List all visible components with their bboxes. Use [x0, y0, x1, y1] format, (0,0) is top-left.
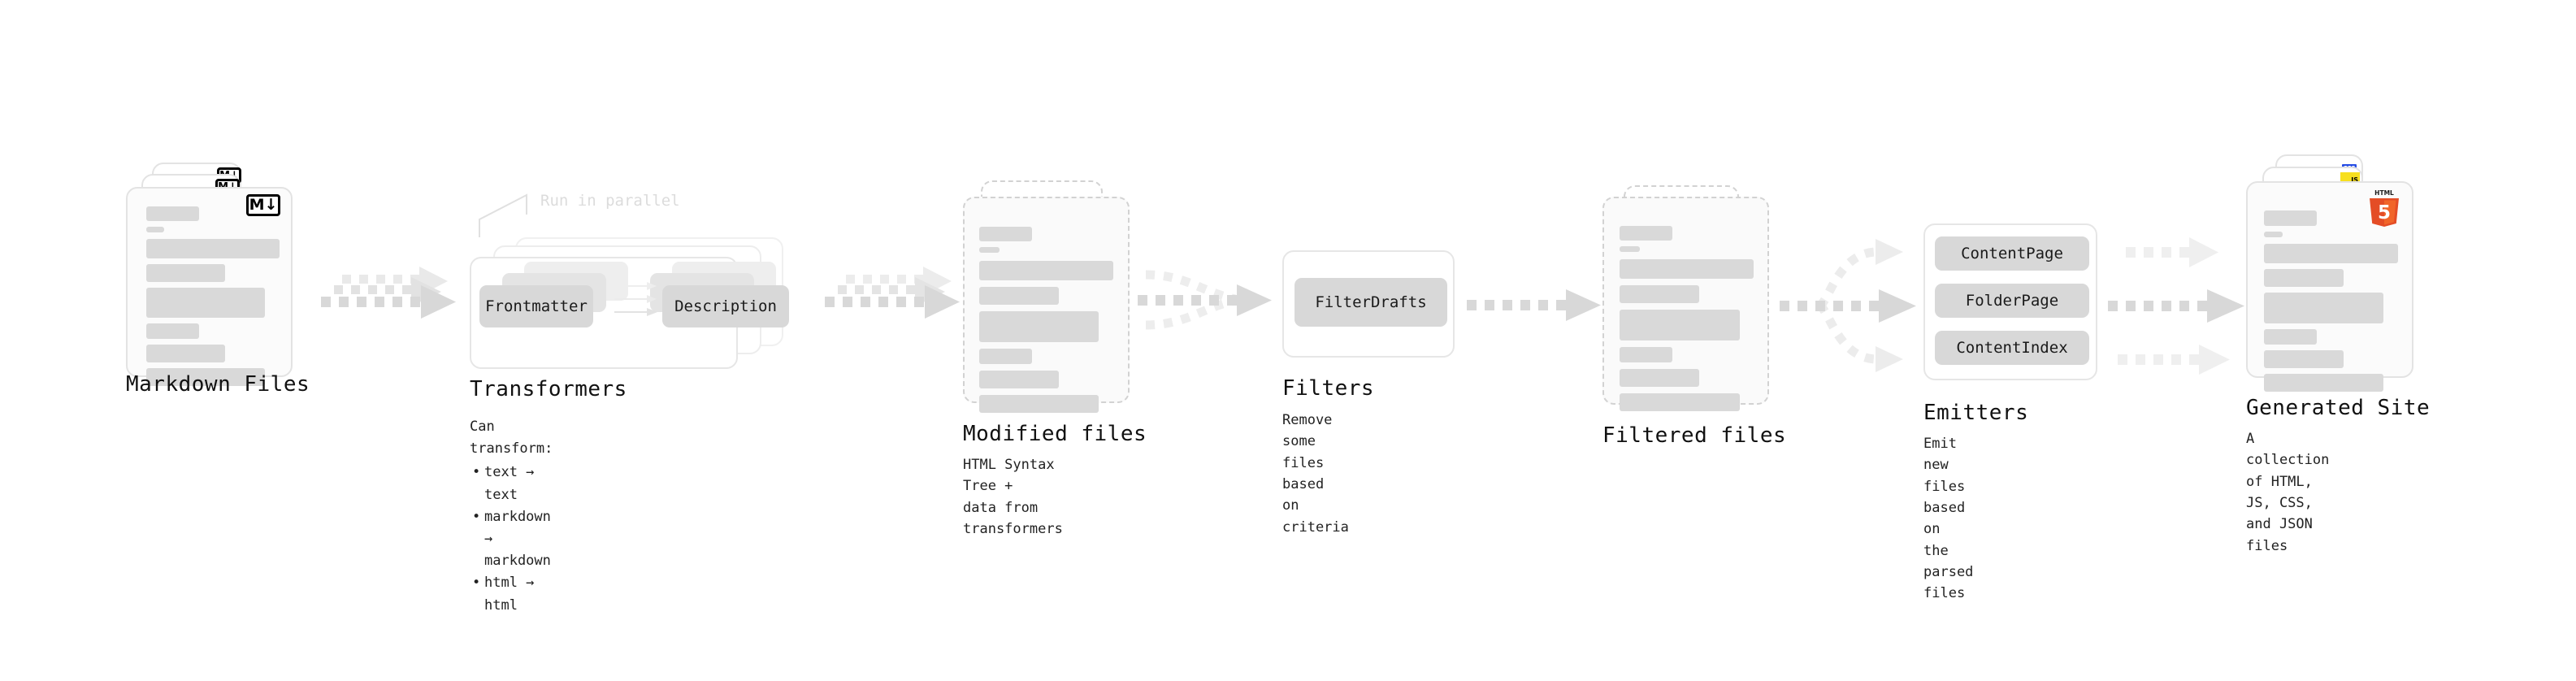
- skeleton-bar: [1620, 246, 1640, 252]
- stage-title-generated-site: Generated Site: [2246, 396, 2431, 420]
- stage-title-emitters: Emitters: [1923, 401, 2029, 425]
- transformers-bullet: markdown → markdown: [472, 506, 553, 573]
- skeleton-bar: [2264, 350, 2344, 368]
- skeleton-bar: [979, 287, 1059, 305]
- stage-caption-modified-files: HTML Syntax Tree + data from transformer…: [963, 457, 1063, 538]
- stage-title-markdown-files: Markdown Files: [126, 372, 310, 397]
- skeleton-bar: [2264, 293, 2383, 323]
- skeleton-bar: [2264, 210, 2317, 226]
- skeleton-bar: [979, 227, 1032, 241]
- skeleton-bar: [146, 323, 199, 339]
- filtered-doc-front: [1602, 197, 1769, 411]
- transformer-inner-arrows: [614, 282, 657, 316]
- filter-chip-filterdrafts[interactable]: FilterDrafts: [1295, 278, 1447, 327]
- html5-badge: HTML 5: [2370, 189, 2399, 227]
- emitter-chip-contentpage[interactable]: ContentPage: [1935, 236, 2089, 271]
- arrow-emitters-to-site: [2108, 237, 2244, 375]
- stage-title-transformers: Transformers: [470, 377, 627, 401]
- arrow-filtered-to-emitters: [1780, 239, 1916, 372]
- stage-caption-generated-site: A collection of HTML, JS, CSS, and JSON …: [2246, 431, 2330, 554]
- skeleton-bar: [146, 345, 225, 362]
- skeleton-bar: [146, 368, 265, 386]
- emitters-group-box: ContentPage FolderPage ContentIndex: [1923, 223, 2097, 380]
- skeleton-bar: [979, 395, 1099, 413]
- skeleton-bar: [1620, 310, 1740, 340]
- run-in-parallel-bracket: [479, 193, 527, 237]
- run-in-parallel-note: Run in parallel: [540, 192, 680, 210]
- skeleton-bar: [1620, 226, 1672, 241]
- transformer-chip-description[interactable]: Description: [662, 285, 789, 327]
- html5-badge-label: HTML: [2374, 189, 2394, 197]
- skeleton-bar: [1620, 259, 1754, 279]
- skeleton-bar: [2264, 329, 2317, 345]
- stage-caption-emitters: Emit new files based on the parsed files: [1923, 436, 1974, 602]
- transformers-bullet-list: text → text markdown → markdown html → h…: [470, 462, 553, 616]
- emitter-chip-folderpage[interactable]: FolderPage: [1935, 284, 2089, 318]
- skeleton-bar: [2264, 244, 2398, 263]
- skeleton-bar: [979, 311, 1099, 342]
- skeleton-bar: [1620, 285, 1699, 303]
- transformers-caption-lead: Can transform:: [470, 419, 553, 458]
- skeleton-bar: [1620, 393, 1740, 411]
- skeleton-bar: [146, 206, 199, 221]
- html5-badge-number: 5: [2378, 202, 2391, 223]
- transformers-bullet: text → text: [472, 462, 553, 505]
- arrow-markdown-to-transformers: [321, 267, 456, 319]
- stage-title-filters: Filters: [1282, 376, 1375, 401]
- transformers-caption: Can transform: text → text markdown → ma…: [470, 416, 553, 617]
- skeleton-bar: [1620, 369, 1699, 387]
- markdown-badge-front: M↓: [246, 194, 280, 216]
- skeleton-bar: [146, 227, 164, 232]
- modified-doc-front: [963, 197, 1130, 413]
- arrow-transformers-to-modified: [825, 267, 960, 319]
- skeleton-bar: [1620, 347, 1672, 362]
- filters-group-box: FilterDrafts: [1282, 250, 1455, 358]
- markdown-doc-front: [126, 187, 293, 386]
- skeleton-bar: [979, 349, 1032, 364]
- skeleton-bar: [2264, 232, 2283, 237]
- arrow-modified-to-filters: [1138, 270, 1272, 330]
- arrow-filters-to-filtered: [1467, 289, 1601, 321]
- skeleton-bar: [146, 288, 265, 318]
- emitter-chip-contentindex[interactable]: ContentIndex: [1935, 331, 2089, 365]
- skeleton-bar: [979, 247, 1000, 253]
- skeleton-bar: [146, 239, 280, 258]
- transformer-chip-frontmatter[interactable]: Frontmatter: [479, 285, 593, 327]
- skeleton-bar: [2264, 269, 2344, 287]
- stage-caption-filters: Remove some files based on criteria: [1282, 412, 1349, 536]
- stage-title-filtered-files: Filtered files: [1602, 423, 1787, 448]
- skeleton-bar: [979, 371, 1059, 388]
- skeleton-bar: [2264, 374, 2383, 392]
- skeleton-bar: [979, 261, 1113, 280]
- skeleton-bar: [146, 264, 225, 282]
- stage-title-modified-files: Modified files: [963, 422, 1147, 446]
- transformers-bullet: html → html: [472, 572, 553, 616]
